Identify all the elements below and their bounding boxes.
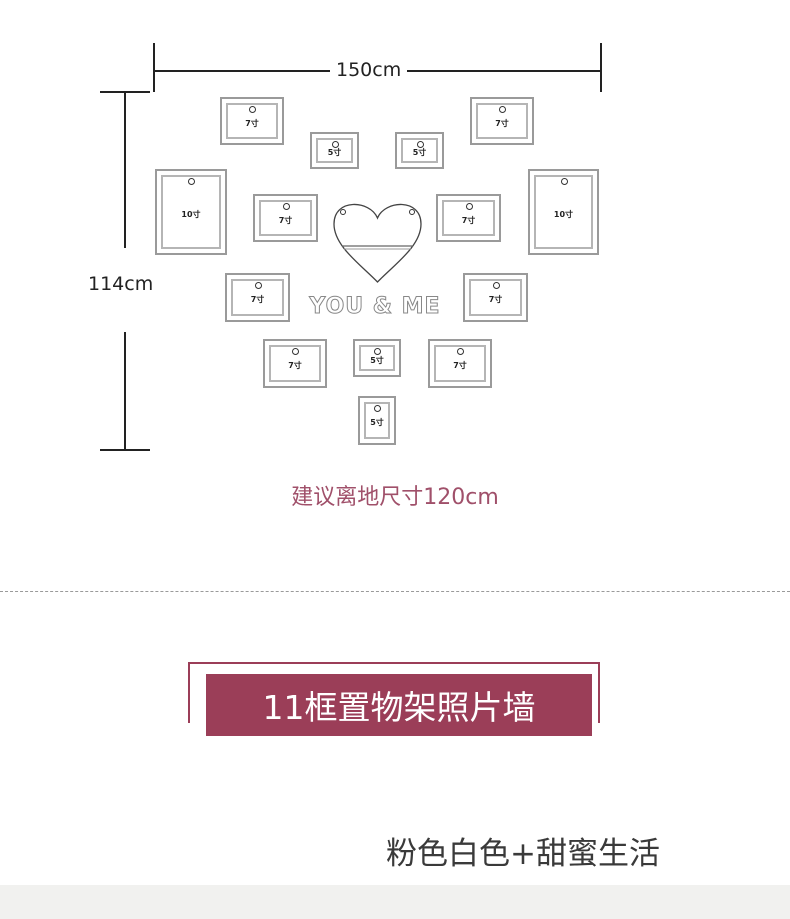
title-outline: [188, 662, 600, 723]
hook-icon: [188, 178, 195, 185]
hook-icon: [457, 348, 464, 355]
photo-frame: 10寸: [155, 169, 227, 255]
hook-icon: [499, 106, 506, 113]
section-title: 11框置物架照片墙: [206, 674, 592, 736]
hook-icon: [331, 141, 339, 148]
photo-frame: 7寸: [470, 97, 534, 145]
photo-frame: 10寸: [528, 169, 599, 255]
heart-shelf-icon: [333, 203, 422, 283]
photo-frame: 5寸: [395, 132, 444, 169]
hook-icon: [374, 405, 381, 412]
hook-icon: [292, 348, 299, 355]
photo-frame: 7寸: [263, 339, 327, 388]
photo-frame: 7寸: [436, 194, 501, 242]
variant-name: 粉色白色+甜蜜生活: [386, 836, 660, 872]
section-divider: [0, 591, 790, 592]
width-tick-right: [600, 43, 602, 92]
hook-icon: [560, 178, 568, 185]
height-tick-bottom: [100, 449, 150, 451]
hook-icon: [282, 203, 290, 210]
hook-icon: [416, 141, 424, 148]
photo-frame: 5寸: [358, 396, 396, 445]
width-label: 150cm: [330, 59, 408, 81]
hanging-height-note: 建议离地尺寸120cm: [291, 485, 499, 510]
height-label: 114cm: [82, 273, 160, 295]
product-photo-top: [0, 885, 790, 919]
hook-icon: [249, 106, 256, 113]
photo-frame: 7寸: [463, 273, 528, 322]
height-line-bottom: [124, 332, 126, 450]
width-tick-left: [153, 43, 155, 92]
hook-icon: [254, 282, 262, 289]
hook-icon: [492, 282, 500, 289]
you-and-me-sign: YOU & ME: [309, 294, 441, 320]
photo-frame: 7寸: [225, 273, 290, 322]
photo-frame: 7寸: [253, 194, 318, 242]
hook-icon: [374, 348, 381, 355]
photo-frame: 5寸: [353, 339, 401, 377]
height-line-top: [124, 92, 126, 248]
hook-icon: [465, 203, 473, 210]
photo-frame: 5寸: [310, 132, 359, 169]
photo-frame: 7寸: [428, 339, 492, 388]
photo-frame: 7寸: [220, 97, 284, 145]
